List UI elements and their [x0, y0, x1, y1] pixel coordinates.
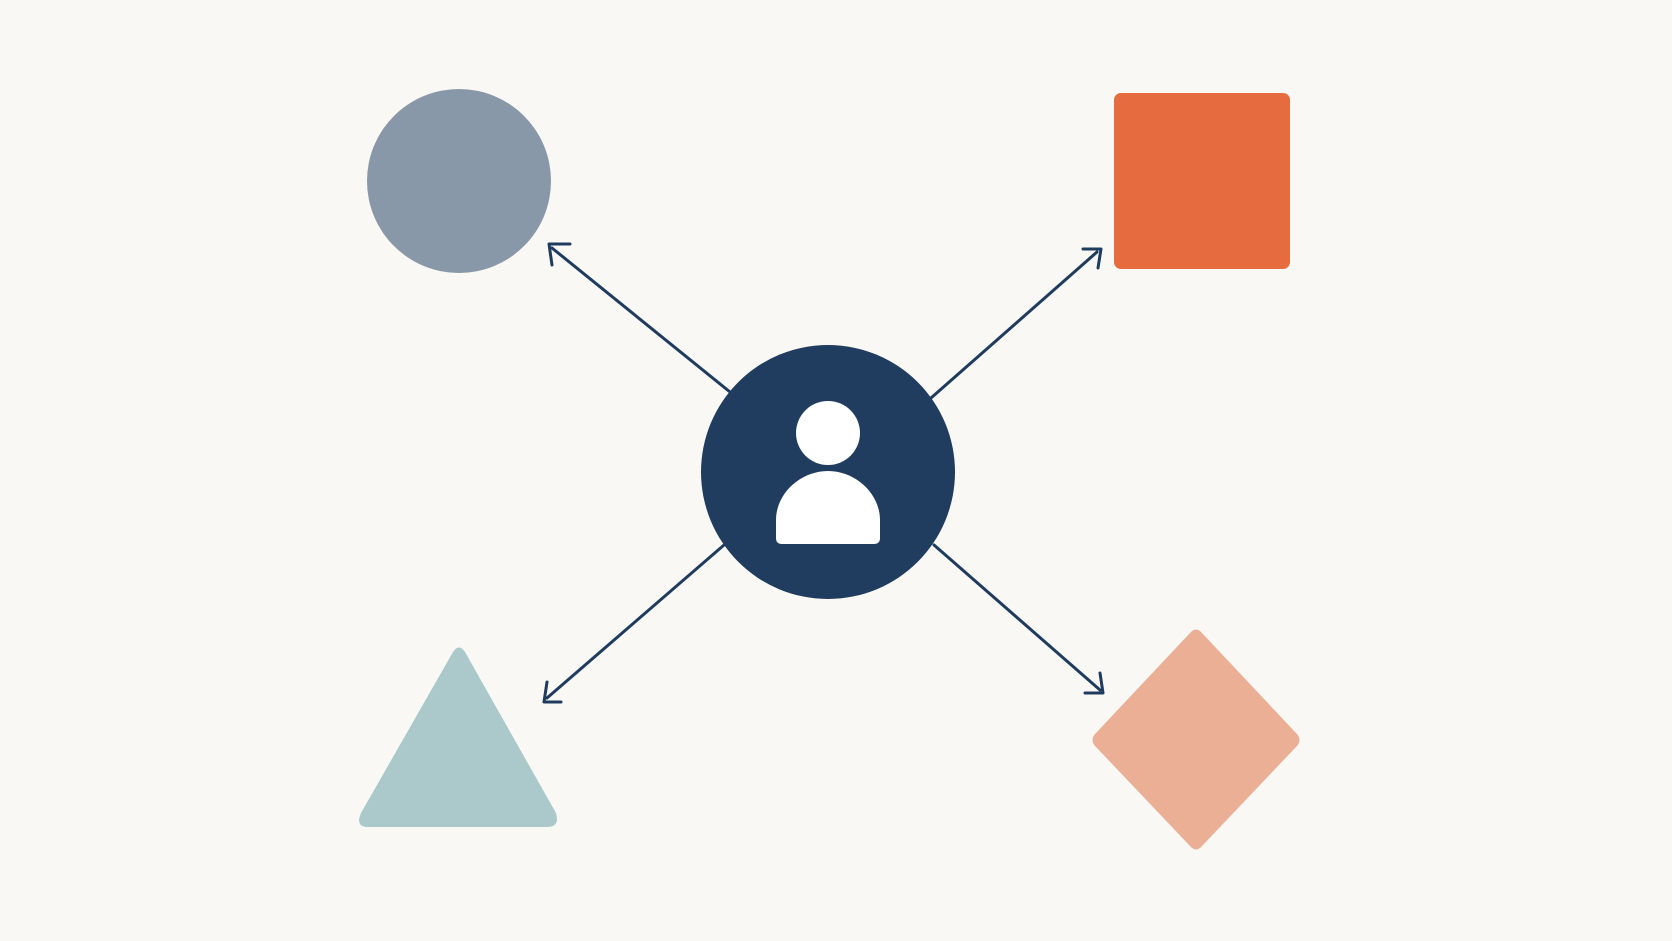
- node-square: [1114, 93, 1290, 269]
- user-icon: [776, 401, 880, 544]
- node-circle: [367, 89, 551, 273]
- arrow-to-bottom-right: [932, 543, 1105, 695]
- node-diamond: [1092, 629, 1300, 850]
- arrow-to-top-right: [929, 247, 1103, 400]
- center-node: [701, 345, 955, 599]
- node-triangle: [359, 647, 557, 827]
- arrow-to-top-left: [547, 242, 732, 394]
- arrow-to-bottom-left: [542, 543, 726, 704]
